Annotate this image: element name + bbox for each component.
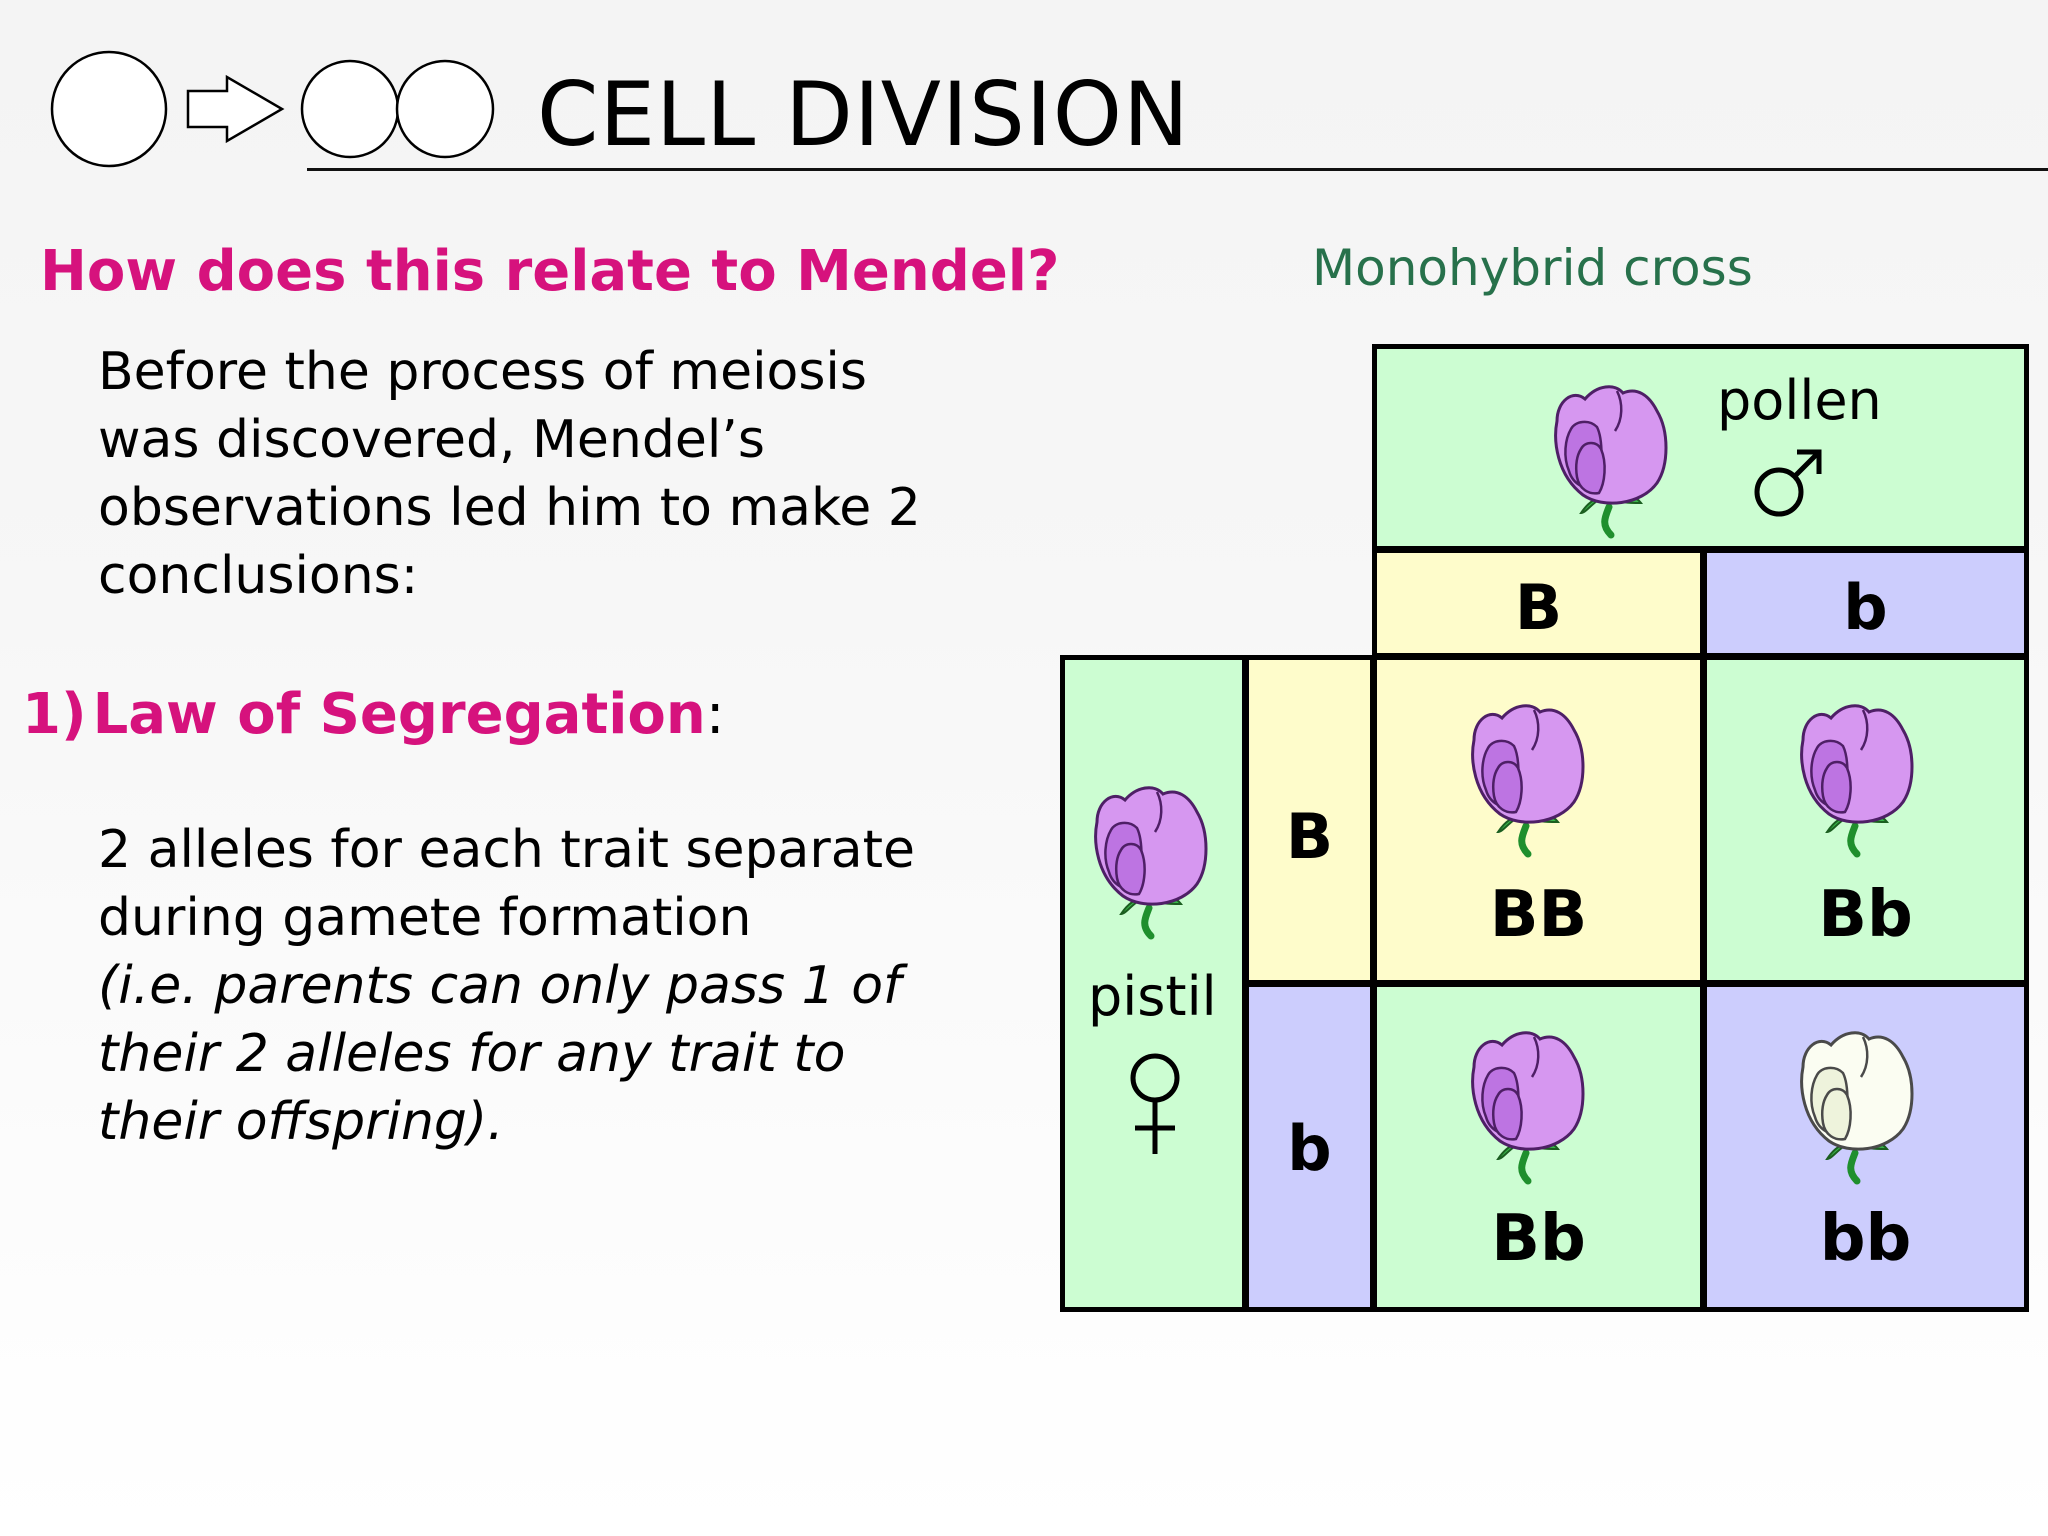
- note-line: (i.e. parents can only pass 1 of: [98, 956, 902, 1016]
- offspring-genotype: BB: [1489, 878, 1588, 952]
- pistil-allele-cell: B: [1244, 655, 1375, 985]
- purple-flower-icon: [1791, 698, 1921, 862]
- female-symbol-icon: [1125, 1048, 1185, 1162]
- pistil-label: pistil: [1088, 965, 1217, 1028]
- intro-line: Before the process of meiosis: [98, 342, 867, 402]
- intro-line: was discovered, Mendel’s: [98, 410, 765, 470]
- intro-line: observations led him to make 2: [98, 478, 921, 538]
- pistil-allele: b: [1287, 1112, 1332, 1185]
- pollen-allele: b: [1843, 571, 1888, 644]
- note-line: their offspring).: [98, 1092, 504, 1152]
- question-heading: How does this relate to Mendel?: [40, 239, 1060, 304]
- white-flower-icon: [1791, 1025, 1921, 1189]
- offspring-genotype: bb: [1819, 1202, 1912, 1276]
- pollen-label: pollen: [1717, 369, 1882, 432]
- offspring-cell: bb: [1702, 982, 2029, 1312]
- male-symbol-icon: [1747, 444, 1827, 528]
- offspring-genotype: Bb: [1818, 878, 1913, 952]
- law-heading: 1)Law of Segregation:: [22, 675, 725, 755]
- title-divider: [307, 168, 2048, 171]
- purple-flower-icon: [1545, 379, 1675, 543]
- pollen-allele-cell: b: [1702, 548, 2029, 658]
- diagram-title: Monohybrid cross: [1312, 239, 1753, 297]
- offspring-cell: Bb: [1372, 982, 1705, 1312]
- purple-flower-icon: [1462, 698, 1592, 862]
- purple-flower-icon: [1085, 780, 1215, 944]
- law-title: Law of Segregation: [92, 682, 706, 747]
- pistil-box: pistil: [1060, 655, 1247, 1312]
- offspring-cell: Bb: [1702, 655, 2029, 985]
- law-colon: :: [705, 682, 725, 747]
- pollen-allele: B: [1514, 571, 1563, 644]
- note-line: their 2 alleles for any trait to: [98, 1024, 846, 1084]
- intro-paragraph: Before the process of meiosis was discov…: [98, 338, 1028, 610]
- pollen-allele-cell: B: [1372, 548, 1705, 658]
- pollen-box: pollen: [1372, 344, 2029, 551]
- description-line: during gamete formation: [98, 888, 752, 948]
- page-title: CELL DIVISION: [537, 63, 1190, 166]
- cell-division-icon: [45, 45, 505, 179]
- offspring-genotype: Bb: [1491, 1202, 1586, 1276]
- intro-line: conclusions:: [98, 546, 419, 606]
- description-line: 2 alleles for each trait separate: [98, 820, 915, 880]
- law-number: 1): [22, 682, 87, 747]
- pistil-allele: B: [1285, 800, 1334, 873]
- offspring-cell: BB: [1372, 655, 1705, 985]
- law-description: 2 alleles for each trait separate during…: [98, 816, 1058, 1156]
- pistil-allele-cell: b: [1244, 982, 1375, 1312]
- purple-flower-icon: [1462, 1025, 1592, 1189]
